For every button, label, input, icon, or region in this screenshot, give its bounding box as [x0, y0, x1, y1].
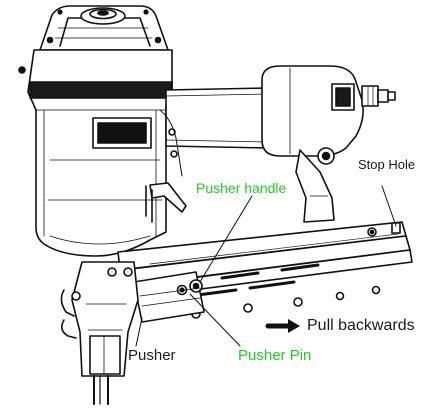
label-pusher-pin: Pusher Pin: [238, 347, 312, 364]
label-pull-backwards: Pull backwards: [307, 317, 415, 334]
nose-assembly: [60, 261, 139, 405]
leader-lines: [135, 185, 397, 347]
leader-stop-hole: [381, 185, 397, 227]
top-cap: [39, 5, 169, 51]
support-bracket: [295, 147, 335, 223]
label-pusher: Pusher: [128, 347, 176, 364]
label-stop-hole: Stop Hole: [358, 157, 416, 172]
pusher-assembly: [133, 271, 205, 323]
leader-pusher-pin: [189, 293, 241, 347]
handle-grip: [165, 65, 396, 157]
trigger-assembly: [145, 109, 187, 223]
label-pusher-handle: Pusher handle: [196, 180, 287, 196]
tool-body: [18, 49, 173, 257]
leader-pusher-handle: [199, 195, 253, 283]
leader-pusher: [135, 317, 143, 347]
arrow-right-icon: [265, 319, 300, 333]
